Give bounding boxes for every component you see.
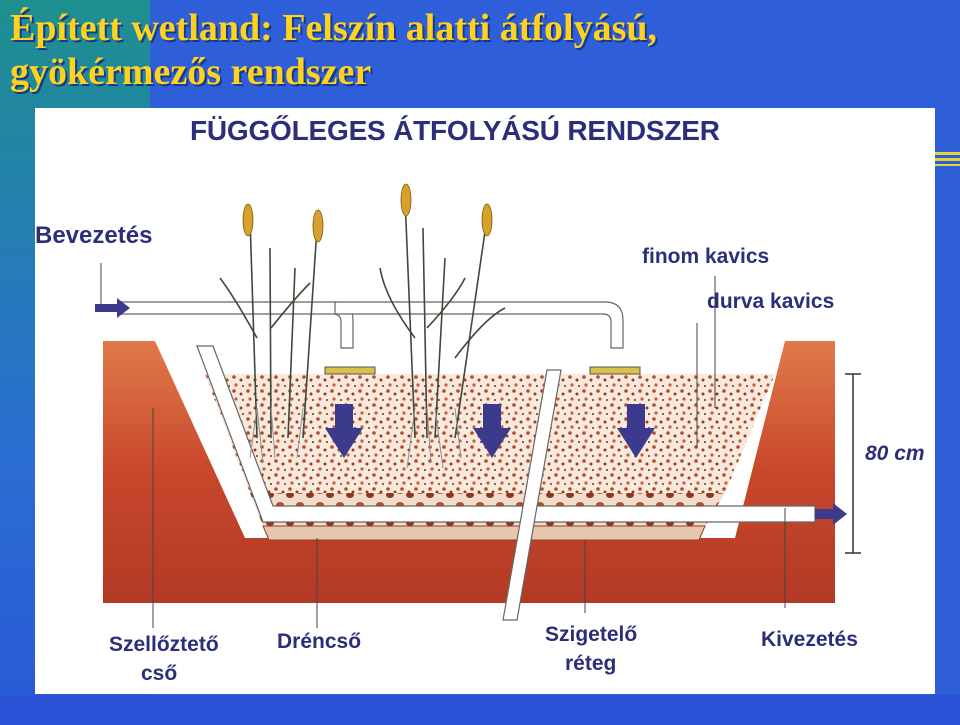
reed-plants	[219, 197, 506, 439]
slide-background-bottom	[0, 695, 960, 725]
decorative-lines	[935, 152, 960, 166]
distributor-plate-1	[324, 366, 376, 375]
diagram-heading: FÜGGŐLEGES ÁTFOLYÁSÚ RENDSZER	[190, 115, 720, 146]
label-liner-line1: Szigetelő	[545, 623, 637, 646]
ventilation-pipe	[196, 345, 816, 523]
label-vent-pipe-line2: cső	[141, 662, 177, 685]
flow-arrow-3	[617, 404, 655, 458]
insulating-liner	[262, 525, 706, 541]
label-inlet: Bevezetés	[35, 222, 152, 249]
outlet-arrow	[815, 503, 847, 525]
diagram-panel: FÜGGŐLEGES ÁTFOLYÁSÚ RENDSZER	[35, 108, 935, 694]
label-outlet: Kivezetés	[761, 628, 858, 651]
label-fine-gravel: finom kavics	[642, 245, 769, 268]
reed-roots	[249, 407, 462, 469]
wetland-diagram: FÜGGŐLEGES ÁTFOLYÁSÚ RENDSZER	[35, 115, 925, 685]
label-vent-pipe-line1: Szellőztető	[109, 633, 219, 656]
inlet-pipe-right	[334, 301, 624, 349]
slide-title: Épített wetland: Felszín alatti átfolyás…	[10, 6, 657, 94]
label-depth: 80 cm	[865, 442, 925, 465]
slide-title-line-1: Épített wetland: Felszín alatti átfolyás…	[10, 7, 658, 49]
slide-title-line-2: gyökérmezős rendszer	[10, 51, 372, 93]
leader-lines	[100, 263, 786, 628]
inlet-arrow	[95, 298, 130, 318]
flow-arrow-2	[473, 404, 511, 458]
label-coarse-gravel: durva kavics	[707, 290, 834, 313]
soil-ground	[103, 341, 835, 603]
flow-arrow-1	[325, 404, 363, 458]
label-liner-line2: réteg	[565, 652, 616, 675]
label-drain-pipe: Dréncső	[277, 630, 361, 653]
reed-heads	[242, 183, 493, 243]
distributor-plate-2	[589, 366, 641, 375]
drain-pipe	[502, 369, 562, 621]
